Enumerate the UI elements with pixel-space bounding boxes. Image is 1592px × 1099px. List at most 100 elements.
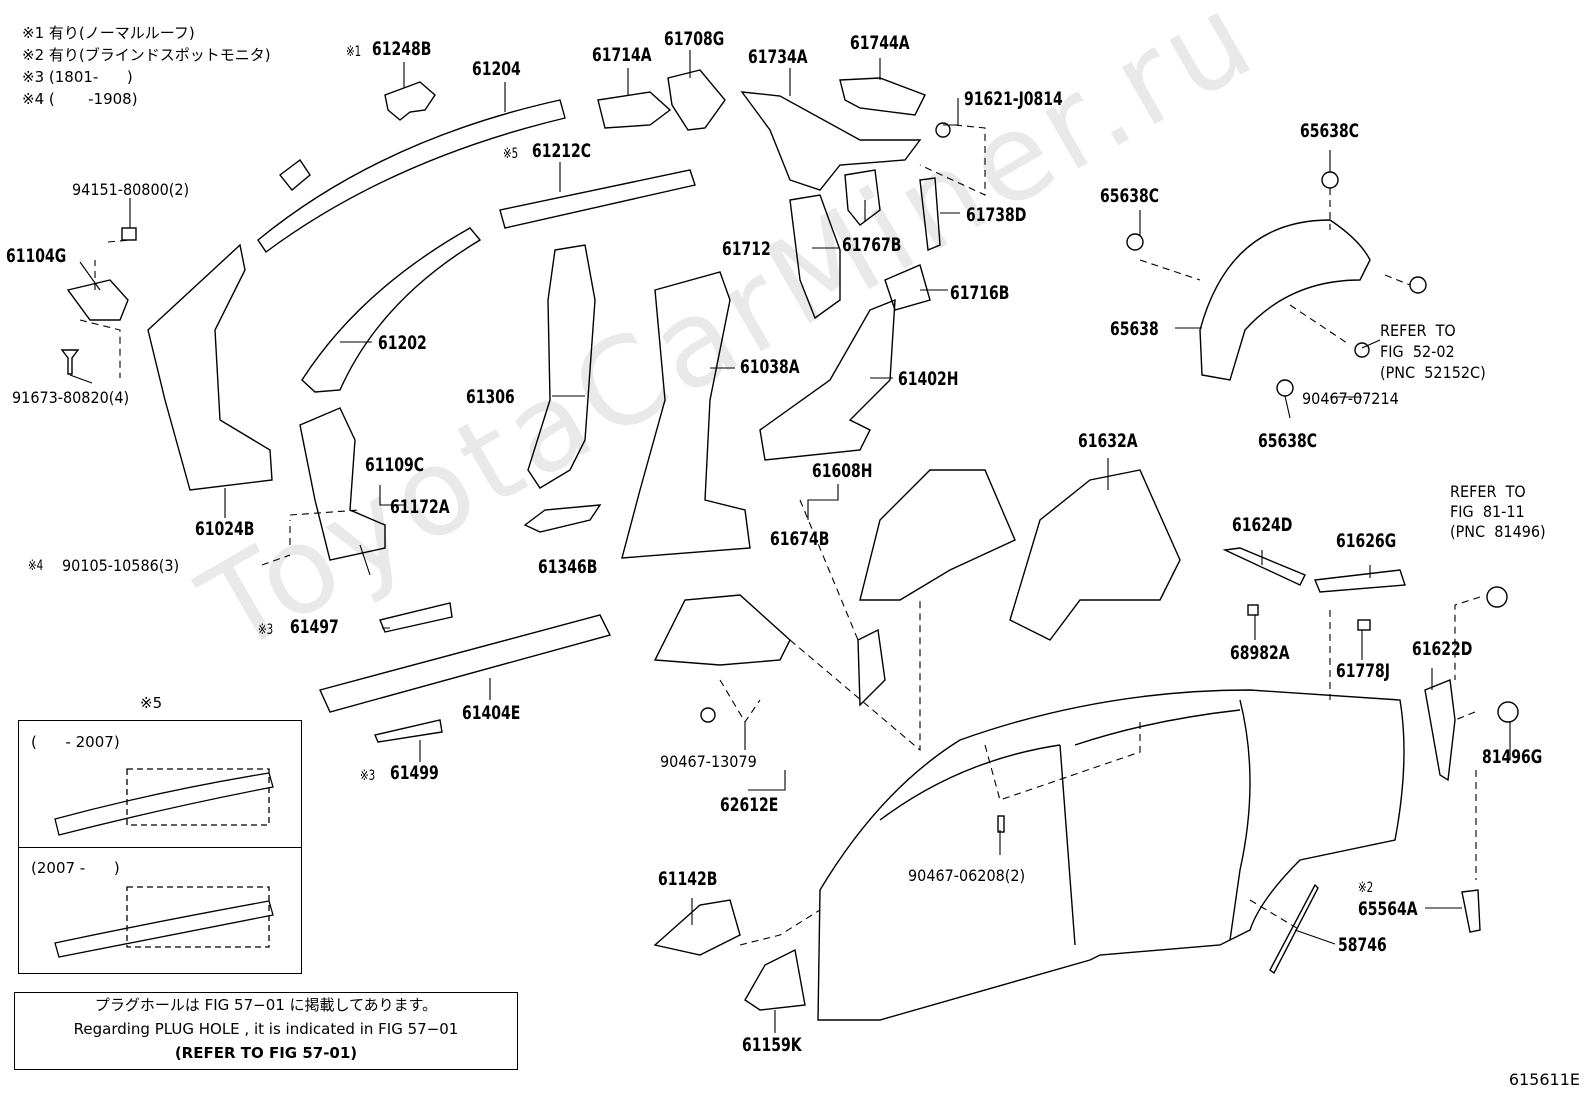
label-61109C[interactable]: 61109C	[365, 454, 425, 476]
label-61142B[interactable]: 61142B	[658, 868, 718, 890]
label-90467-13079[interactable]: 90467-13079	[660, 752, 757, 771]
part-61104G	[66, 279, 129, 321]
label-61632A[interactable]: 61632A	[1078, 430, 1138, 452]
part-65638	[1199, 219, 1371, 381]
label-61204[interactable]: 61204	[472, 58, 521, 80]
label-61738D[interactable]: 61738D	[966, 204, 1027, 226]
part-61038A	[621, 271, 751, 559]
label-61626G[interactable]: 61626G	[1336, 530, 1397, 552]
clip-81496G	[1497, 701, 1519, 723]
label-61497[interactable]: 61497	[290, 616, 339, 638]
label-61499[interactable]: 61499	[390, 762, 439, 784]
label-61674B[interactable]: 61674B	[770, 528, 830, 550]
label-61159K[interactable]: 61159K	[742, 1034, 802, 1056]
label-91673-80820[interactable]: 91673-80820(4)	[12, 388, 130, 407]
part-61624D	[1222, 547, 1306, 586]
document-id: 615611E	[1508, 1070, 1580, 1089]
clip-65638C-b	[1321, 171, 1339, 189]
part-61024B	[147, 243, 273, 491]
label-61306[interactable]: 61306	[466, 386, 515, 408]
refer-81-11-line1[interactable]: REFER TO	[1450, 482, 1526, 501]
inset-divider	[19, 847, 301, 848]
label-61767B[interactable]: 61767B	[842, 234, 902, 256]
inset-drawing	[54, 768, 274, 958]
note-3: ※3 (1801- )	[22, 68, 133, 86]
label-61172A[interactable]: 61172A	[390, 496, 450, 518]
mark-note-3b: ※3	[360, 768, 376, 784]
part-61109C	[299, 407, 386, 561]
part-61708G	[667, 69, 726, 131]
part-61402H	[759, 298, 896, 461]
label-61608H[interactable]: 61608H	[812, 460, 873, 482]
label-91621-J0814[interactable]: 91621-J0814	[964, 88, 1063, 110]
part-61497	[379, 602, 453, 633]
label-61104G[interactable]: 61104G	[6, 245, 67, 267]
label-61734A[interactable]: 61734A	[748, 46, 808, 68]
part-61499	[374, 719, 443, 743]
label-90105-10586[interactable]: 90105-10586(3)	[62, 556, 180, 575]
label-61404E[interactable]: 61404E	[462, 702, 521, 724]
label-61212C[interactable]: 61212C	[532, 140, 592, 162]
legend-notes: ※1 有り(ノーマルルーフ) ※2 有り(ブラインドスポットモニタ) ※3 (1…	[22, 22, 271, 110]
label-61714A[interactable]: 61714A	[592, 44, 652, 66]
part-61716B	[884, 264, 931, 311]
part-61204	[257, 99, 566, 254]
label-81496G[interactable]: 81496G	[1482, 746, 1543, 768]
part-61734A	[740, 91, 922, 191]
label-90467-07214[interactable]: 90467-07214	[1302, 389, 1399, 408]
label-65564A[interactable]: 65564A	[1358, 898, 1418, 920]
label-61346B[interactable]: 61346B	[538, 556, 598, 578]
label-65638[interactable]: 65638	[1110, 318, 1159, 340]
label-58746[interactable]: 58746	[1338, 934, 1387, 956]
refer-52-02-line3[interactable]: (PNC 52152C)	[1380, 363, 1486, 382]
part-61626G	[1313, 569, 1406, 593]
mark-note-3a: ※3	[258, 622, 274, 638]
part-61674B	[857, 628, 886, 707]
refer-81-11-line2[interactable]: FIG 81-11	[1450, 502, 1525, 521]
part-61404E	[319, 614, 612, 713]
label-61038A[interactable]: 61038A	[740, 356, 800, 378]
label-65638C-bottom[interactable]: 65638C	[1258, 430, 1318, 452]
part-58746	[1269, 883, 1319, 975]
label-90467-06208[interactable]: 90467-06208(2)	[908, 866, 1026, 885]
label-65638C-top[interactable]: 65638C	[1300, 120, 1360, 142]
inset-row-1-label: ( - 2007)	[31, 733, 120, 751]
plug-note-jp: プラグホールは FIG 57−01 に掲載してあります。	[94, 996, 438, 1014]
part-68982A	[1247, 604, 1259, 616]
label-94151-80800[interactable]: 94151-80800(2)	[72, 180, 190, 199]
label-61744A[interactable]: 61744A	[850, 32, 910, 54]
label-65638C-left[interactable]: 65638C	[1100, 185, 1160, 207]
label-61024B[interactable]: 61024B	[195, 518, 255, 540]
part-62612E	[653, 594, 791, 666]
part-61306	[527, 244, 596, 489]
label-61202[interactable]: 61202	[378, 332, 427, 354]
inset-row-2-label: (2007 - )	[31, 859, 120, 877]
plug-note-refer[interactable]: (REFER TO FIG 57-01)	[174, 1044, 358, 1062]
part-61632A	[1009, 469, 1181, 641]
part-61248B	[384, 81, 436, 121]
refer-52-02-line1[interactable]: REFER TO	[1380, 321, 1456, 340]
label-61778J[interactable]: 61778J	[1336, 660, 1390, 682]
refer-52-02-line2[interactable]: FIG 52-02	[1380, 342, 1455, 361]
part-61202	[301, 227, 482, 393]
part-61159K	[744, 948, 806, 1011]
label-61624D[interactable]: 61624D	[1232, 514, 1293, 536]
note-1: ※1 有り(ノーマルルーフ)	[22, 24, 195, 42]
part-61744A	[839, 77, 926, 116]
label-61248B[interactable]: 61248B	[372, 38, 432, 60]
part-61738D	[919, 177, 941, 252]
label-61622D[interactable]: 61622D	[1412, 638, 1473, 660]
refer-81-11-line3[interactable]: (PNC 81496)	[1450, 522, 1546, 541]
mark-note-2: ※2	[1358, 880, 1374, 896]
clip-65638C-a	[1126, 233, 1144, 251]
plug-hole-note: プラグホールは FIG 57−01 に掲載してあります。 Regarding P…	[14, 992, 518, 1070]
label-61712[interactable]: 61712	[722, 238, 771, 260]
label-61716B[interactable]: 61716B	[950, 282, 1010, 304]
label-61402H[interactable]: 61402H	[898, 368, 959, 390]
clip-65638C-c	[1276, 379, 1294, 397]
label-62612E[interactable]: 62612E	[720, 794, 779, 816]
label-61708G[interactable]: 61708G	[664, 28, 725, 50]
label-68982A[interactable]: 68982A	[1230, 642, 1290, 664]
